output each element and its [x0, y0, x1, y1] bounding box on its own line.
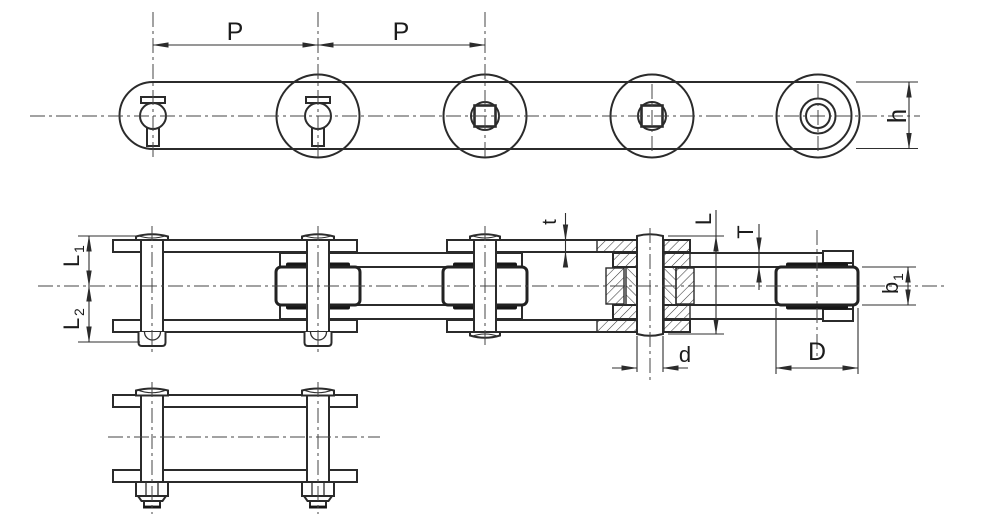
dim-label-D: D: [808, 338, 826, 366]
dimension-lines: [78, 42, 918, 374]
dim-label-t: t: [539, 219, 561, 225]
inner-plate-section: [612, 252, 639, 268]
inner-plate-section: [663, 252, 691, 268]
outer-plate-section: [663, 319, 691, 333]
link-plate: [112, 469, 358, 483]
outer-plate-section: [663, 239, 691, 253]
inner-plate-section: [612, 304, 639, 320]
dim-label-l1: L: [59, 255, 84, 267]
dim-label-b1-sub: 1: [890, 273, 906, 281]
inner-plate-section: [663, 304, 691, 320]
dim-label-T: T: [733, 225, 758, 238]
dim-label-b1: b: [878, 282, 903, 294]
dim-label-L: L: [691, 213, 716, 225]
dim-label-h: h: [882, 109, 912, 123]
dim-label-l2: L: [59, 318, 84, 330]
dimension-labels: P P h L 1 L 2 t L T d D b 1: [59, 18, 912, 367]
connecting-link-view: [108, 382, 380, 514]
dim-label-d: d: [679, 342, 691, 367]
outer-plate: [112, 239, 358, 253]
dim-label-pitch-right: P: [393, 18, 410, 46]
dim-label-pitch-left: P: [227, 18, 244, 46]
inner-plate-end-boss: [822, 308, 854, 322]
outer-plate-section: [596, 239, 639, 253]
outer-plate: [112, 319, 358, 333]
link-plate: [112, 394, 358, 408]
sectioned-joint: [596, 233, 695, 337]
roller-circle: [775, 73, 861, 159]
inner-plate-end-boss: [822, 250, 854, 264]
outer-plate-section: [596, 319, 639, 333]
dim-label-l1-sub: 1: [71, 245, 87, 253]
dim-label-l2-sub: 2: [71, 308, 87, 316]
plan-section-view: [38, 226, 948, 380]
side-elevation-view: [30, 12, 920, 159]
